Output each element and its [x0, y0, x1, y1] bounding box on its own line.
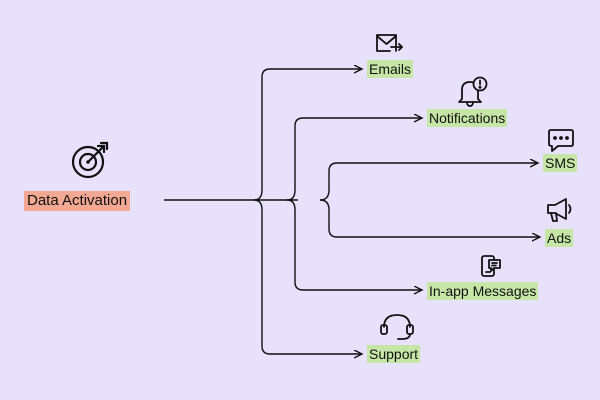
connector-ads [319, 199, 540, 237]
bell-alert-icon [458, 76, 488, 107]
megaphone-icon [547, 198, 572, 222]
connector-in-app [286, 199, 422, 290]
headset-icon [380, 314, 414, 340]
phone-message-icon [481, 255, 501, 277]
connector-support [253, 199, 362, 354]
chat-bubble-icon [548, 129, 574, 152]
channel-label-emails: Emails [367, 60, 414, 78]
target-icon [71, 141, 109, 179]
connector-emails [253, 69, 362, 201]
channel-label-support: Support [367, 345, 421, 363]
channel-label-notifications: Notifications [427, 109, 508, 127]
channel-label-in-app-messages: In-app Messages [427, 282, 539, 300]
channel-label-sms: SMS [543, 154, 578, 172]
connector-notifications [286, 118, 422, 201]
connector-sms [319, 163, 538, 201]
email-send-icon [376, 34, 403, 52]
channel-label-ads: Ads [545, 229, 574, 247]
source-label: Data Activation [24, 191, 131, 211]
